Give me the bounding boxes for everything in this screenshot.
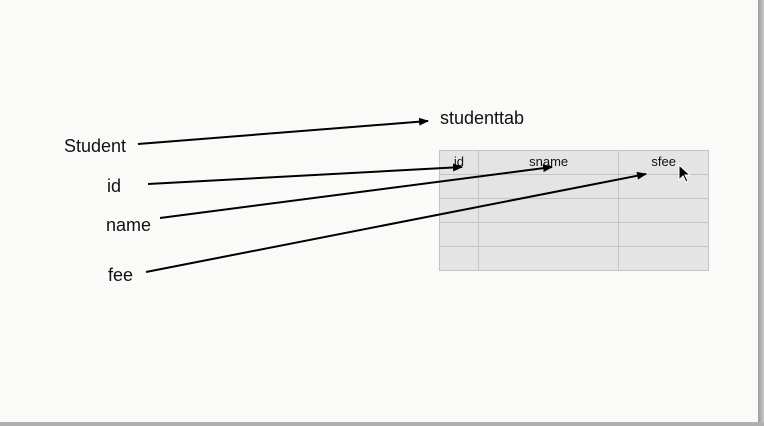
mouse-pointer-icon <box>678 164 692 183</box>
table-cell <box>618 222 709 247</box>
field-name-label: name <box>106 215 152 235</box>
table-cell <box>618 174 709 199</box>
id-to-id-column-arrow <box>147 163 463 185</box>
table-cell <box>477 246 620 271</box>
table-row <box>439 222 709 247</box>
window-edge-bottom <box>0 422 764 426</box>
class-name-label: Student <box>64 136 127 156</box>
table-row <box>439 246 709 271</box>
table-name-label: studenttab <box>440 108 525 128</box>
name-to-sname-column-arrow <box>159 164 553 219</box>
table-cell <box>439 222 479 247</box>
table-cell <box>439 246 479 271</box>
window-edge-right <box>758 0 764 426</box>
class-to-table-arrow <box>137 117 429 145</box>
column-sname-header: sname <box>477 150 620 175</box>
field-fee-label: fee <box>108 265 134 285</box>
fee-to-sfee-column-arrow <box>145 171 647 273</box>
table-cell <box>618 246 709 271</box>
field-id-label: id <box>107 176 122 196</box>
